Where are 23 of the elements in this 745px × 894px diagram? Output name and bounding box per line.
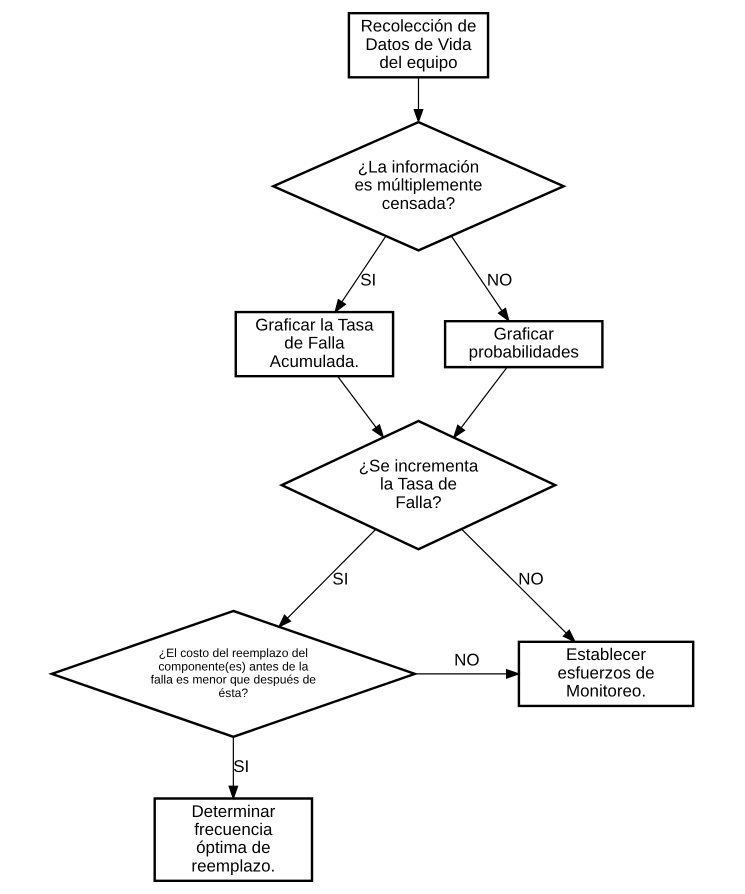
edge-label: SI: [360, 270, 376, 290]
arrow: [415, 668, 521, 679]
node-box: Recolección de Datos de Vida del equipo: [348, 12, 490, 79]
node-box: Establecer esfuerzos de Monitoreo.: [518, 640, 694, 708]
arrow: [461, 528, 576, 644]
node-diamond: ¿El costo del reemplazo del componente(es) antes de la falla es menor que después de ésta?: [48, 610, 419, 738]
node-box: Graficar la Tasa de Falla Acumulada.: [234, 310, 394, 378]
node-box: Graficar probabilidades: [444, 320, 604, 368]
node-diamond: ¿Se incrementa la Tasa de Falla?: [278, 420, 558, 551]
edge-label: SI: [332, 570, 348, 589]
arrow: [337, 376, 384, 439]
arrow: [334, 236, 386, 314]
node-diamond: ¿La información es múltiplemente censada?: [270, 120, 567, 252]
edge-label: SI: [233, 757, 250, 776]
edge-label: NO: [454, 650, 480, 670]
arrow: [451, 236, 510, 322]
edge-label: NO: [518, 570, 544, 589]
arrow: [278, 529, 376, 628]
arrow: [228, 736, 238, 800]
arrow: [452, 366, 508, 439]
node-box: Determinar frecuencia óptima de reemplazo.: [153, 797, 314, 882]
arrow: [413, 78, 424, 124]
edge-label: NO: [486, 270, 512, 290]
